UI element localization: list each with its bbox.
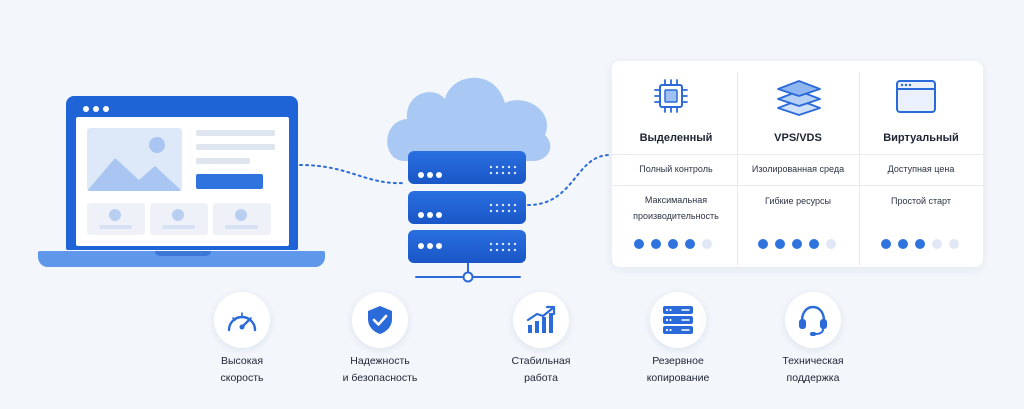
laptop-notch: [155, 251, 211, 256]
laptop-base: [38, 251, 325, 267]
rating-dot: [634, 239, 644, 249]
divider: [859, 72, 860, 266]
card-placeholder: [87, 203, 145, 235]
rating-dot: [809, 239, 819, 249]
button-placeholder: [196, 174, 263, 189]
rating-dot: [668, 239, 678, 249]
plan-title: Выделенный: [639, 132, 713, 144]
shield-check-icon: [368, 306, 392, 334]
window-dot: [83, 106, 89, 112]
window-dot: [103, 106, 109, 112]
text-placeholder: [196, 130, 275, 136]
feature-stability: [513, 292, 569, 348]
rating-dot: [702, 239, 712, 249]
cloud-icon: [387, 77, 551, 161]
plan-feature: производительность: [633, 211, 719, 221]
window-dot: [93, 106, 99, 112]
plan-feature: Максимальная: [644, 195, 708, 205]
text-placeholder: [196, 158, 250, 164]
plan-feature: Простой старт: [891, 196, 951, 206]
card-placeholder: [150, 203, 208, 235]
rating-dot: [775, 239, 785, 249]
feature-speed: [214, 292, 270, 348]
speedometer-icon: [227, 312, 257, 332]
image-placeholder-icon: [87, 128, 182, 191]
cpu-chip-icon: [654, 79, 688, 113]
rating-dot: [792, 239, 802, 249]
divider: [737, 72, 738, 266]
layers-stack-icon: [777, 80, 821, 116]
card-placeholder: [213, 203, 271, 235]
feature-security: [352, 292, 408, 348]
rating-dot: [881, 239, 891, 249]
plan-feature: Гибкие ресурсы: [765, 196, 831, 206]
rating-dot: [685, 239, 695, 249]
growth-chart-icon: [526, 305, 556, 333]
feature-backup: [650, 292, 706, 348]
feature-support: [785, 292, 841, 348]
rating-dot: [932, 239, 942, 249]
plan-feature: Изолированная среда: [751, 164, 845, 174]
headset-icon: [799, 305, 827, 336]
rating-dot: [898, 239, 908, 249]
plan-feature: Доступная цена: [887, 164, 955, 174]
rating-dot: [651, 239, 661, 249]
rating-dot: [758, 239, 768, 249]
divider: [612, 185, 983, 186]
rating-dot: [949, 239, 959, 249]
plan-title: VPS/VDS: [774, 132, 822, 144]
divider: [612, 154, 983, 155]
plan-feature: Полный контроль: [639, 164, 713, 174]
rating-dot: [826, 239, 836, 249]
server-backup-icon: [663, 306, 693, 334]
network-connector: [415, 263, 521, 283]
plan-title: Виртуальный: [883, 132, 959, 144]
browser-window-icon: [896, 80, 936, 113]
rating-dot: [915, 239, 925, 249]
text-placeholder: [196, 144, 275, 150]
